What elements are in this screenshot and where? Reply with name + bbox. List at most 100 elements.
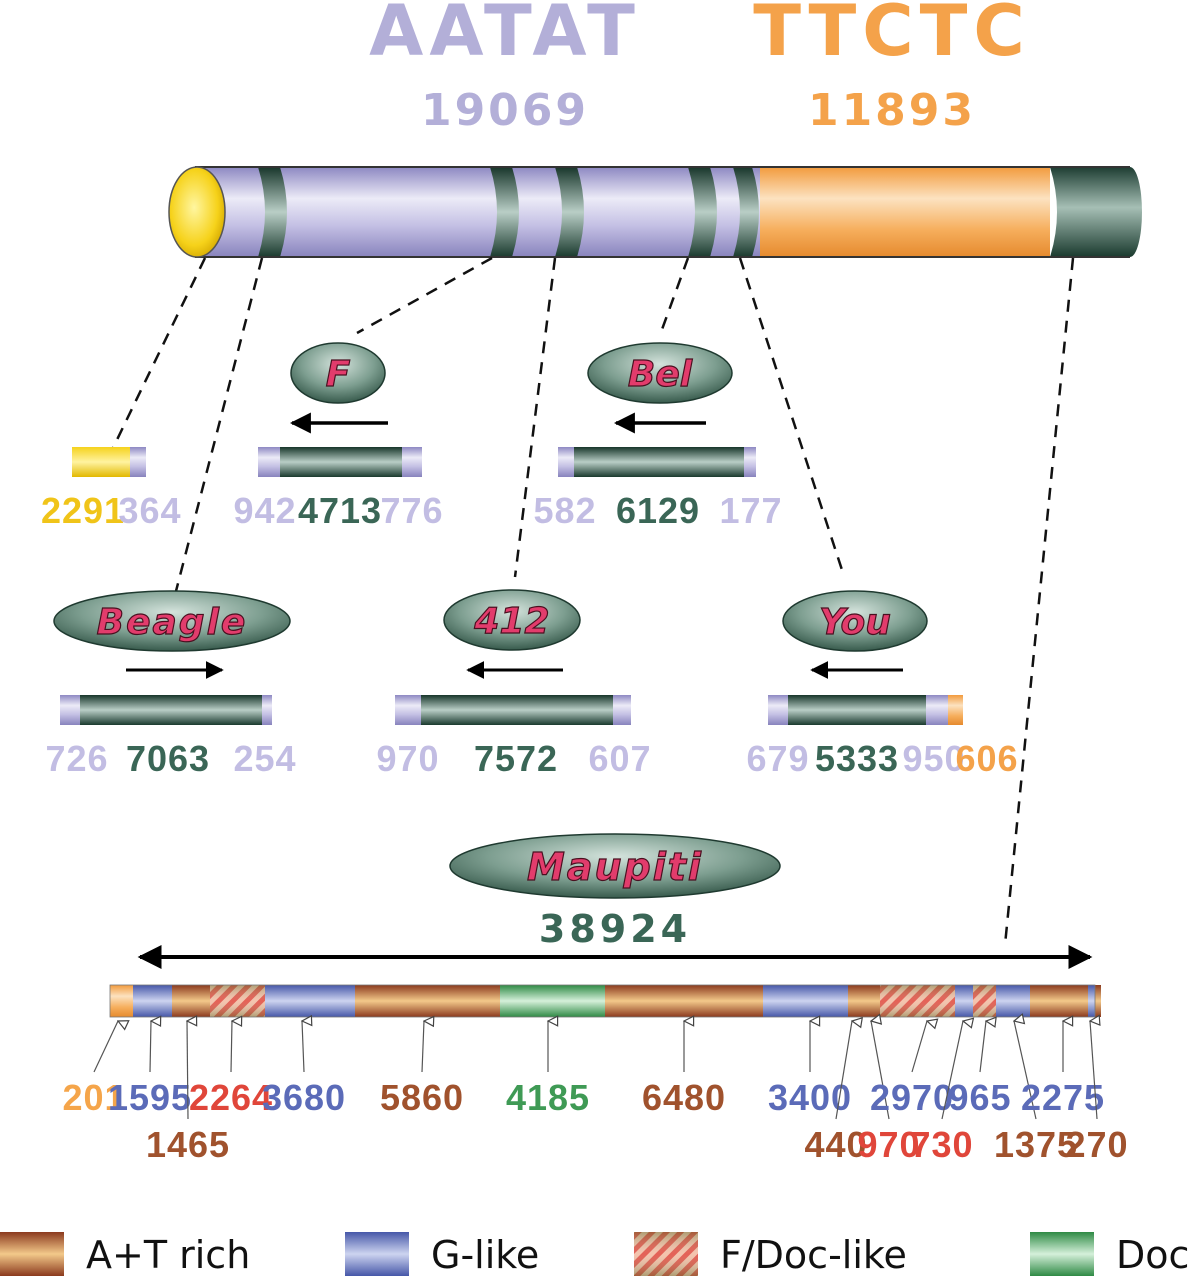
chromosome-cylinder [168, 166, 1142, 258]
satellite-right-num: 364 [118, 490, 181, 531]
bel-mid-num: 6129 [616, 490, 700, 531]
segment-doc-4185 [500, 985, 605, 1017]
dashed-connectors [111, 256, 1075, 946]
segment-label: 1375 [994, 1124, 1078, 1165]
ttctc-label: TTCTC [753, 0, 1031, 72]
412-label: 412 [473, 601, 549, 642]
bel-element: Bel 582 6129 177 [533, 342, 782, 531]
segment-label: 965 [948, 1077, 1011, 1118]
segment-label: 970 [857, 1124, 920, 1165]
satellite-left-num: 2291 [41, 490, 125, 531]
segment-pointer [421, 1021, 424, 1073]
segment-at-201 [110, 985, 133, 1017]
you-element: You 679 5333 950 606 [746, 590, 1018, 779]
412-left-num: 970 [376, 738, 439, 779]
412-mid-num: 7572 [474, 738, 558, 779]
legend-g-label: G-like [431, 1233, 539, 1277]
band-2 [490, 167, 519, 257]
segment-pointer [835, 1021, 852, 1120]
band-5 [733, 167, 759, 257]
segment-at-1375 [1030, 985, 1088, 1017]
band-4 [688, 167, 717, 257]
segment-g-2275 [1088, 985, 1095, 1017]
segment-pointer [93, 1021, 118, 1073]
f-right-num: 776 [380, 490, 443, 531]
f-mid-num: 4713 [298, 490, 382, 531]
bel-left-num: 582 [533, 490, 596, 531]
segment-label: 2275 [1021, 1077, 1105, 1118]
segment-label: 2970 [870, 1077, 954, 1118]
segment-label: 2264 [189, 1077, 273, 1118]
segment-label: 1595 [108, 1077, 192, 1118]
segment-pointer [230, 1021, 232, 1073]
segment-at-440 [848, 985, 880, 1017]
412-right-num: 607 [588, 738, 651, 779]
segment-pointer [187, 1021, 188, 1120]
beagle-label: Beagle [97, 602, 248, 643]
band-1 [258, 167, 287, 257]
f-element: F 942 4713 776 [233, 342, 443, 531]
beagle-element: Beagle 726 7063 254 [45, 590, 296, 779]
maupiti-header: Maupiti 38924 [137, 833, 1093, 969]
segment-pointer [979, 1021, 986, 1073]
legend-doc-label: Doc [1116, 1233, 1189, 1277]
bel-label: Bel [628, 354, 693, 395]
you-label: You [819, 602, 891, 643]
legend-g-swatch [345, 1232, 409, 1276]
412-badge [443, 589, 581, 651]
segment-label: 5860 [380, 1077, 464, 1118]
maupiti-label: Maupiti [527, 845, 703, 889]
maupiti-segment-bar [109, 984, 1101, 1018]
you-badge [782, 590, 928, 652]
beagle-left-num: 726 [45, 738, 108, 779]
f-label: F [326, 354, 351, 395]
you-mid-num: 5333 [815, 738, 899, 779]
bel-right-num: 177 [719, 490, 782, 531]
segment-pointer [1090, 1021, 1097, 1120]
satellite-element: 2291 364 [41, 447, 181, 531]
legend-at-label: A+T rich [86, 1233, 250, 1277]
ttctc-value: 11893 [808, 85, 976, 136]
cylinder-left-cap [168, 166, 226, 258]
segment-pointer [941, 1021, 963, 1120]
segment-bar-outline [109, 984, 1096, 1018]
segment-label: 730 [910, 1124, 973, 1165]
segment-pointer [302, 1021, 304, 1073]
f-badge [290, 342, 386, 404]
legend-at-swatch [0, 1232, 64, 1276]
segment-pointer [871, 1021, 890, 1120]
aatat-value: 19069 [421, 85, 589, 136]
legend-f-label: F/Doc-like [720, 1233, 907, 1277]
beagle-mid-num: 7063 [126, 738, 210, 779]
segment-label: 4185 [506, 1077, 590, 1118]
legend-doc-swatch [1030, 1232, 1094, 1276]
segment-label: 3680 [262, 1077, 346, 1118]
beagle-right-num: 254 [233, 738, 296, 779]
segment-g-1595 [133, 985, 172, 1017]
segment-at-1465 [172, 985, 210, 1017]
segment-label: 270 [1065, 1124, 1128, 1165]
beagle-badge [53, 590, 291, 652]
band-6 [1050, 167, 1138, 257]
segment-at-5860 [355, 985, 500, 1017]
maupiti-badge [449, 833, 781, 899]
you-left-num: 679 [746, 738, 809, 779]
you-right-num: 950 [902, 738, 965, 779]
segment-g-965 [996, 985, 1030, 1017]
segment-g-2970 [955, 985, 973, 1017]
legend: A+T rich G-like F/Doc-like Doc [0, 1232, 1189, 1277]
segment-label: 6480 [642, 1077, 726, 1118]
maupiti-length: 38924 [539, 907, 691, 951]
band-3 [555, 167, 584, 257]
lav-orange-boundary [760, 167, 796, 257]
you-extra-num: 606 [955, 738, 1018, 779]
segment-pointer [911, 1021, 927, 1073]
412-element: 412 970 7572 607 [376, 589, 651, 779]
segment-at-6480 [605, 985, 763, 1017]
segment-shade [210, 985, 265, 1017]
cylinder-right-end [1118, 167, 1142, 257]
bel-badge [587, 342, 733, 404]
aatat-label: AATAT [369, 0, 641, 72]
